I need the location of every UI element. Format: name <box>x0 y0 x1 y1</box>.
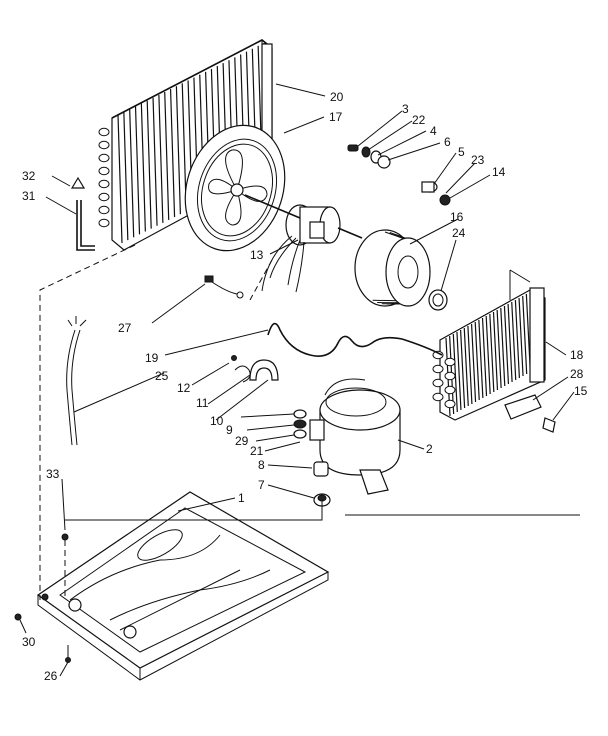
callout-27: 27 <box>118 321 132 335</box>
refrigerant-tubing <box>267 322 443 357</box>
bulb-holder <box>504 394 556 433</box>
callout-3: 3 <box>402 102 409 116</box>
callout-12: 12 <box>177 381 191 395</box>
hardware-small-parts <box>347 144 451 311</box>
drain-tube <box>70 176 95 251</box>
mounting-grommets <box>293 409 331 507</box>
base-pan <box>36 491 330 681</box>
tubing-clamps <box>231 355 279 383</box>
callout-15: 15 <box>574 384 588 398</box>
compressor <box>309 378 401 495</box>
callout-1: 1 <box>238 491 245 505</box>
callout-5: 5 <box>458 145 465 159</box>
callout-13: 13 <box>250 248 264 262</box>
callout-18: 18 <box>570 348 584 362</box>
callout-9: 9 <box>226 423 233 437</box>
callout-21: 21 <box>250 444 264 458</box>
callout-10: 10 <box>210 414 224 428</box>
callout-33: 33 <box>46 467 60 481</box>
callout-14: 14 <box>492 165 506 179</box>
fan-shroud <box>184 124 286 252</box>
screws <box>14 613 71 663</box>
callout-labels: 20 17 3 22 4 6 5 23 14 16 24 32 31 13 27… <box>22 90 588 683</box>
callout-22: 22 <box>412 113 426 127</box>
callout-4: 4 <box>430 124 437 138</box>
callout-30: 30 <box>22 635 36 649</box>
callout-24: 24 <box>452 226 466 240</box>
callout-7: 7 <box>258 478 265 492</box>
callout-26: 26 <box>44 669 58 683</box>
callout-25: 25 <box>155 369 169 383</box>
evaporator-coil <box>432 269 546 421</box>
wire-harness <box>66 275 244 446</box>
callout-8: 8 <box>258 458 265 472</box>
callout-32: 32 <box>22 169 36 183</box>
callout-28: 28 <box>570 367 584 381</box>
callout-23: 23 <box>471 153 485 167</box>
callout-11: 11 <box>196 396 209 410</box>
callout-16: 16 <box>450 210 464 224</box>
assembly-lines <box>39 244 580 600</box>
callout-19: 19 <box>145 351 159 365</box>
blower-wheel <box>354 229 431 307</box>
fan-motor <box>244 194 363 293</box>
callout-17: 17 <box>329 110 343 124</box>
callout-20: 20 <box>330 90 344 104</box>
callout-6: 6 <box>444 135 451 149</box>
callout-2: 2 <box>426 442 433 456</box>
leader-lines <box>19 83 575 677</box>
callout-29: 29 <box>235 434 249 448</box>
callout-31: 31 <box>22 189 36 203</box>
